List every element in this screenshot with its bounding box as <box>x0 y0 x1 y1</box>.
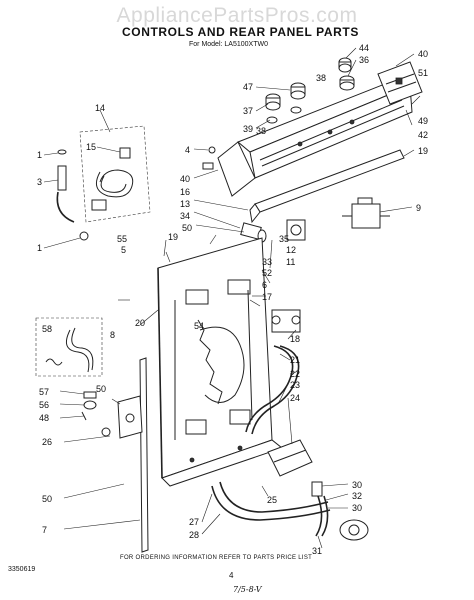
bracket-26 <box>117 395 143 439</box>
callout-7: 7 <box>42 525 48 535</box>
callout-31: 31 <box>312 546 323 556</box>
callout-17: 17 <box>262 292 273 302</box>
cord-set-14 <box>79 125 151 223</box>
callout-38: 38 <box>316 73 327 83</box>
callout-6: 6 <box>262 280 268 290</box>
callout-35: 35 <box>279 234 290 244</box>
callout-58: 58 <box>42 324 53 334</box>
knob-47-38 <box>265 82 306 124</box>
callout-47: 47 <box>243 82 254 92</box>
callout-50: 50 <box>182 223 193 233</box>
callout-33: 33 <box>262 257 273 267</box>
callout-23: 23 <box>290 380 301 390</box>
callout-19: 19 <box>418 146 429 156</box>
callout-54: 54 <box>194 321 205 331</box>
callout-24: 24 <box>290 393 301 403</box>
console-panel <box>217 77 413 197</box>
page-number: 4 <box>229 571 234 580</box>
callout-34: 34 <box>180 211 191 221</box>
callout-21: 21 <box>290 355 301 365</box>
diagram-title: CONTROLS AND REAR PANEL PARTS <box>122 25 359 39</box>
callout-20: 20 <box>135 318 146 328</box>
callout-37: 37 <box>243 106 254 116</box>
water-valve-18 <box>271 309 301 333</box>
callout-18: 18 <box>290 334 301 344</box>
callout-4: 4 <box>185 145 191 155</box>
callout-14: 14 <box>95 103 106 113</box>
parts-57-56-48 <box>81 391 111 437</box>
callout-50b: 50 <box>96 384 107 394</box>
clip-4-40 <box>202 146 216 170</box>
callout-48: 48 <box>39 413 50 423</box>
ordering-footnote: FOR ORDERING INFORMATION REFER TO PARTS … <box>120 555 313 561</box>
callout-56: 56 <box>39 400 50 410</box>
callout-49: 49 <box>418 116 429 126</box>
callout-13: 13 <box>180 199 191 209</box>
callout-40b: 40 <box>180 174 191 184</box>
callout-36: 36 <box>359 55 370 65</box>
callout-16: 16 <box>180 187 191 197</box>
callout-32: 32 <box>352 491 363 501</box>
hose-end-30 <box>311 481 369 541</box>
callout-50c: 50 <box>42 494 53 504</box>
hose-kit-58 <box>35 317 103 377</box>
control-knob-44 <box>338 57 352 73</box>
hose-fitting-1 <box>56 149 89 241</box>
callout-11: 11 <box>286 257 296 267</box>
callout-30b: 30 <box>352 503 363 513</box>
callout-28: 28 <box>189 530 200 540</box>
rear-rail-7 <box>139 357 149 553</box>
callout-9: 9 <box>416 203 422 213</box>
callout-51: 51 <box>418 68 429 78</box>
control-knob-36 <box>339 75 355 91</box>
callout-8: 8 <box>110 330 116 340</box>
water-level-switch-35 <box>286 219 306 241</box>
pressure-switch-9 <box>342 197 390 229</box>
callout-40: 40 <box>418 49 429 59</box>
callout-57: 57 <box>39 387 50 397</box>
callout-3: 3 <box>37 177 43 187</box>
callout-44: 44 <box>359 43 370 53</box>
callout-39: 39 <box>243 124 254 134</box>
rear-panel <box>157 237 284 487</box>
callout-42: 42 <box>418 130 429 140</box>
drain-hose-27 <box>211 481 331 521</box>
drain-hose-23 <box>245 345 300 435</box>
callout-19b: 19 <box>168 232 179 242</box>
callout-38b: 38 <box>256 126 267 136</box>
callout-1b: 1 <box>37 243 43 253</box>
document-number: 3350619 <box>8 566 36 573</box>
callout-12: 12 <box>286 245 297 255</box>
rear-bracket-13 <box>249 149 405 224</box>
callout-52: 52 <box>262 268 273 278</box>
callout-55: 55 <box>117 234 128 244</box>
watermark: AppliancePartsPros.com <box>116 4 358 27</box>
leader-lines <box>43 47 421 549</box>
handwritten-note: 7/5-8-V <box>233 585 262 594</box>
pump-24 <box>267 439 313 477</box>
callout-22: 22 <box>290 369 301 379</box>
callout-15: 15 <box>86 142 97 152</box>
callout-27: 27 <box>189 517 200 527</box>
callout-26: 26 <box>42 437 53 447</box>
callout-1: 1 <box>37 150 43 160</box>
callout-5: 5 <box>121 245 127 255</box>
timer-51 <box>377 61 423 105</box>
callout-25: 25 <box>267 495 278 505</box>
model-line: For Model: LA5100XTW0 <box>189 41 268 48</box>
callout-30: 30 <box>352 480 363 490</box>
